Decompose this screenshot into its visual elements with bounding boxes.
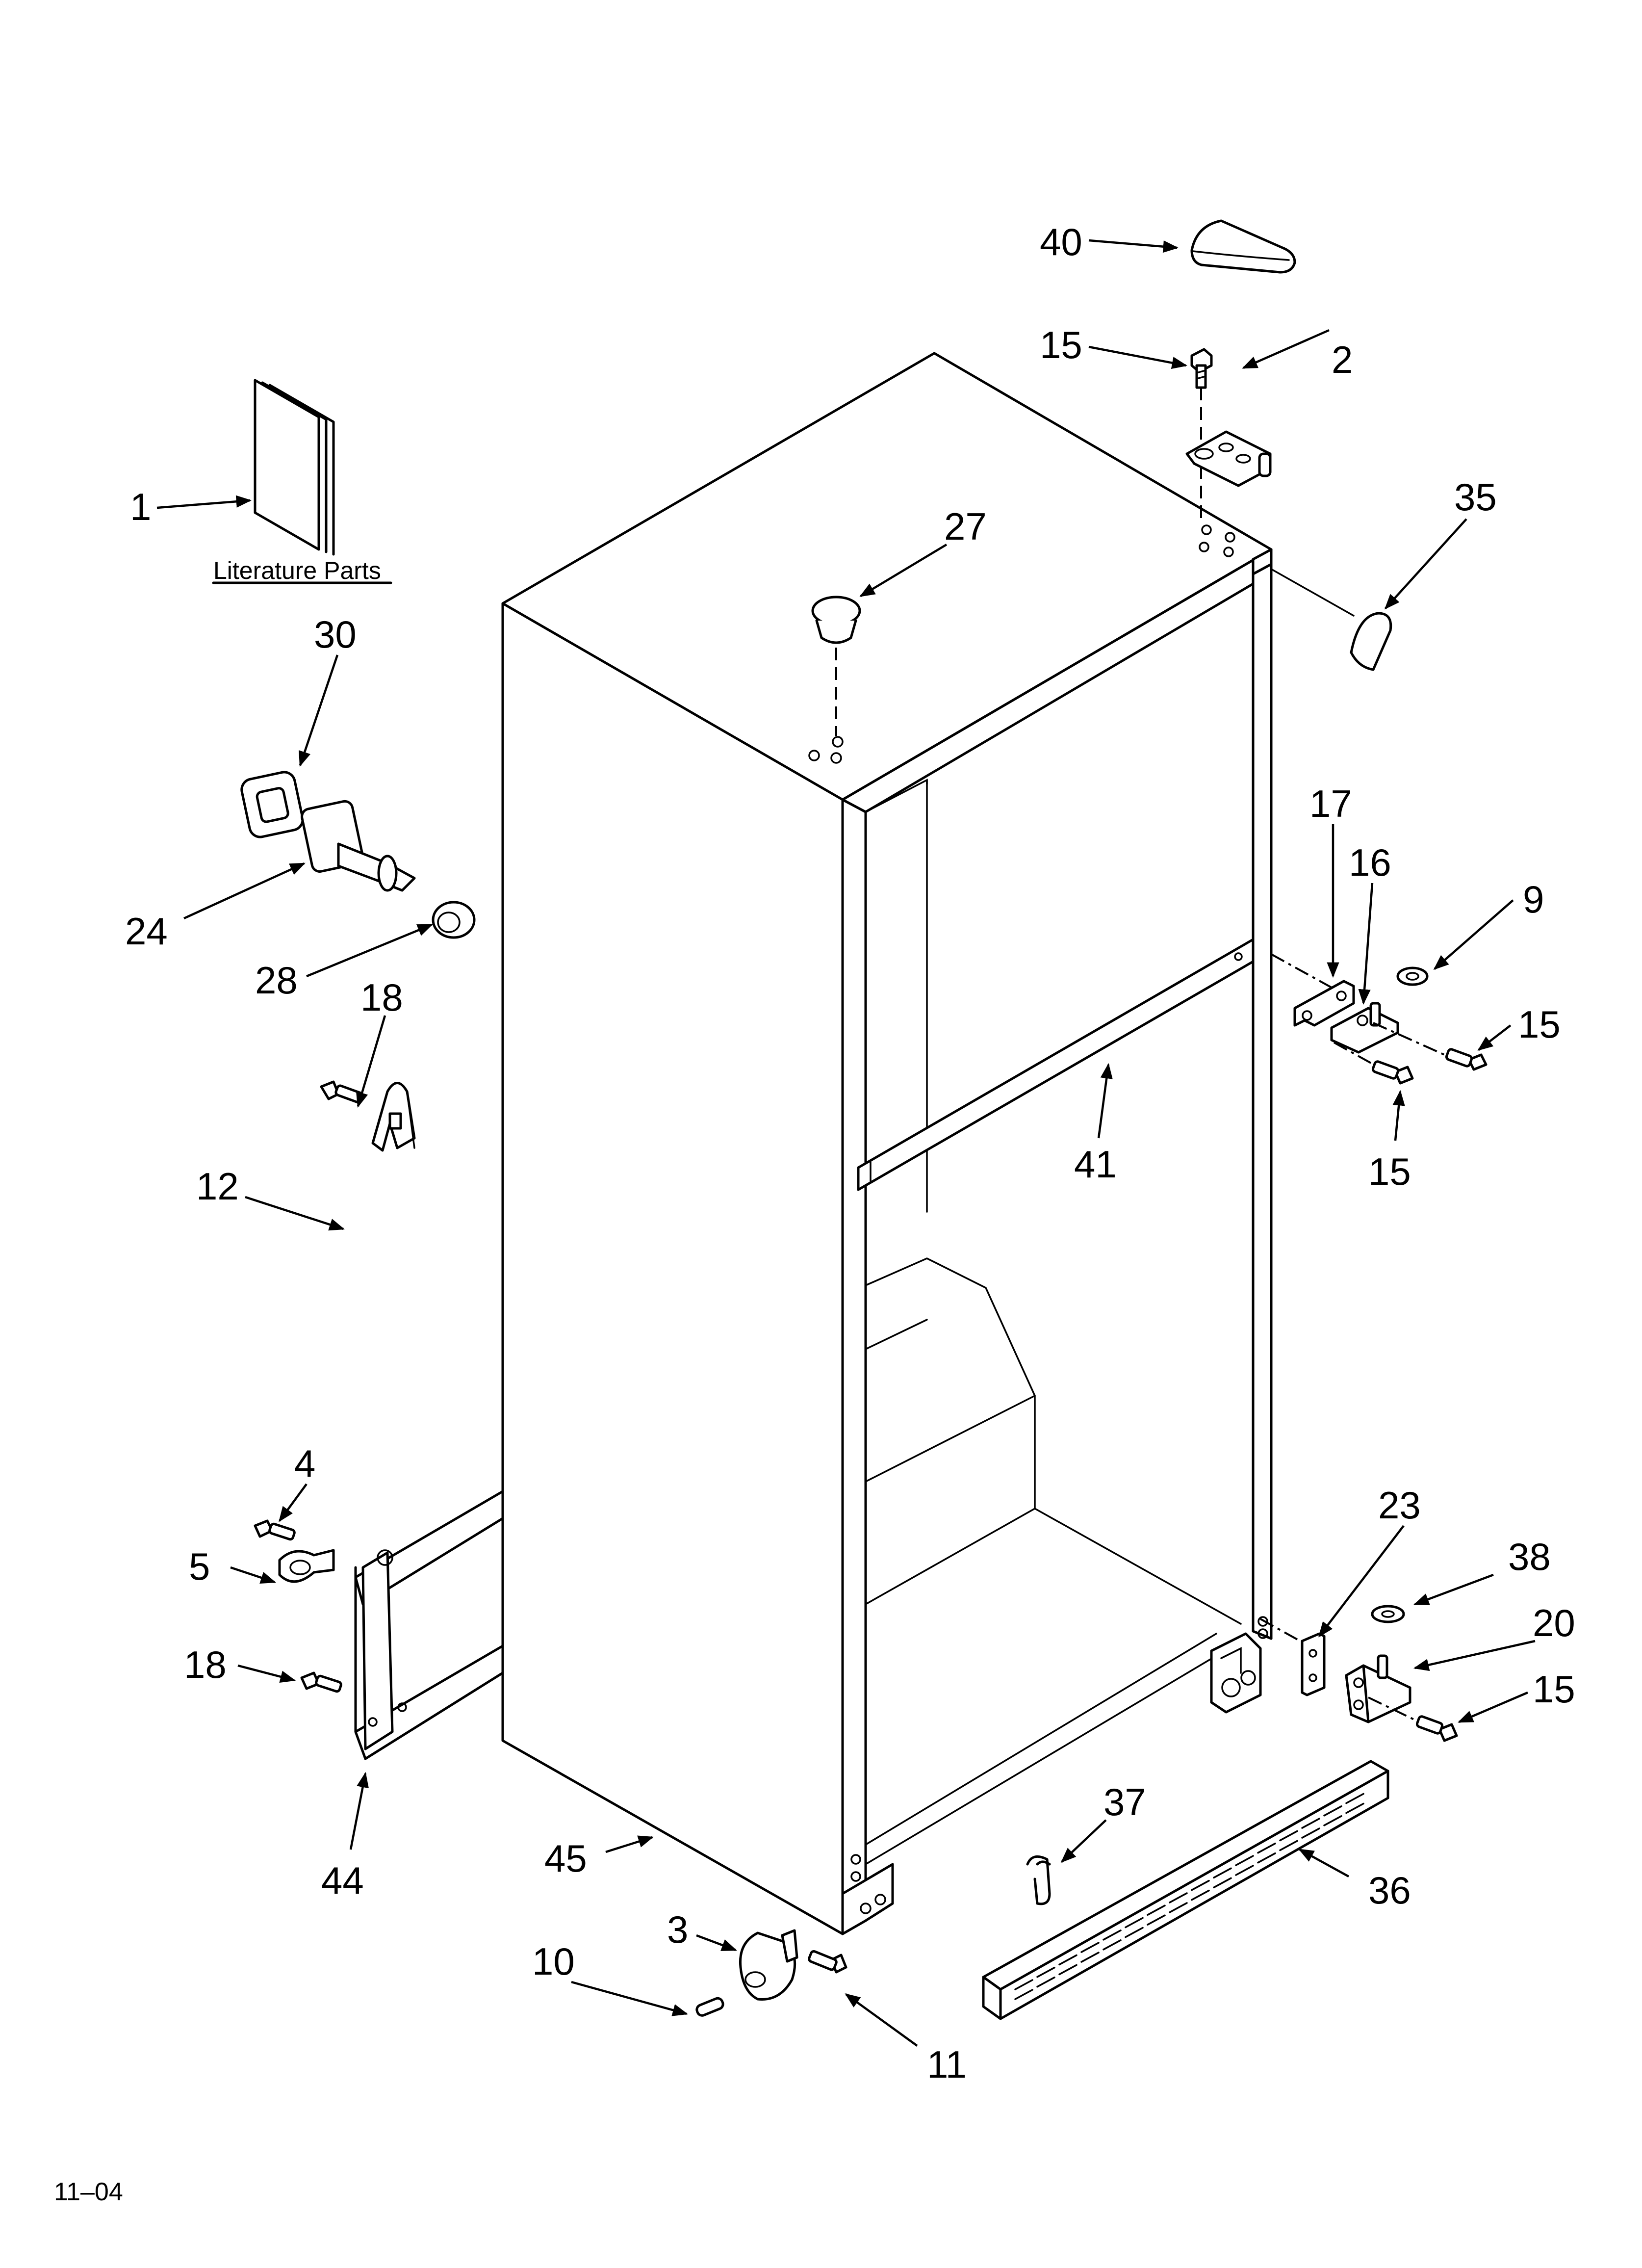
refrigerator-cabinet bbox=[501, 352, 1273, 1935]
clip-5 bbox=[278, 1549, 335, 1583]
grille-slot bbox=[1014, 1979, 1033, 1990]
callout-44: 44 bbox=[321, 1859, 364, 1902]
leveling-assembly bbox=[695, 1929, 847, 2017]
grille-slot bbox=[1169, 1892, 1188, 1903]
left-bracket-panel-44 bbox=[354, 1490, 504, 1760]
callout-15-mid-lower: 15 bbox=[1368, 1150, 1411, 1193]
callout-30: 30 bbox=[314, 613, 357, 656]
bushing-28 bbox=[432, 901, 476, 939]
callout-18-top: 18 bbox=[360, 976, 403, 1019]
callout-36: 36 bbox=[1368, 1869, 1411, 1912]
grille-slot bbox=[1257, 1842, 1276, 1854]
grille-slot bbox=[1301, 1818, 1320, 1829]
grille-slot bbox=[1125, 1927, 1144, 1938]
grille-clip-37 bbox=[1026, 1855, 1051, 1905]
grille-slot bbox=[1345, 1793, 1364, 1804]
callout-28: 28 bbox=[255, 959, 298, 1002]
top-hinge-assembly bbox=[1185, 348, 1272, 520]
revision-code: 11–04 bbox=[54, 2178, 123, 2206]
leader-lines bbox=[156, 239, 1536, 2047]
top-hinge-cover bbox=[1190, 219, 1296, 274]
grille-slot bbox=[1345, 1802, 1364, 1814]
gasket-30 bbox=[240, 771, 304, 838]
hinge-cover-small bbox=[1270, 568, 1392, 671]
literature-booklet bbox=[254, 379, 335, 556]
toe-grille bbox=[982, 1760, 1389, 2020]
callout-20: 20 bbox=[1533, 1601, 1575, 1644]
callout-35: 35 bbox=[1454, 475, 1497, 519]
literature-parts-label: Literature Parts bbox=[213, 557, 381, 584]
grille-slot bbox=[1257, 1852, 1276, 1864]
grille-slot bbox=[1147, 1904, 1166, 1916]
grille-slot bbox=[1235, 1855, 1254, 1866]
center-rail bbox=[857, 938, 1255, 1191]
grille-slot bbox=[1169, 1902, 1188, 1913]
grille-slot bbox=[1080, 1942, 1100, 1953]
callout-2: 2 bbox=[1332, 338, 1353, 381]
grille-slot bbox=[1103, 1939, 1122, 1951]
callout-15-top: 15 bbox=[1040, 323, 1082, 366]
screw-and-clip-12 bbox=[320, 1080, 416, 1152]
top-plug bbox=[811, 596, 861, 736]
bottom-hinge-assembly bbox=[1260, 1605, 1458, 1742]
callout-15-bottom: 15 bbox=[1533, 1668, 1575, 1711]
grille-slot bbox=[1103, 1929, 1122, 1941]
callout-24: 24 bbox=[125, 910, 168, 953]
callout-11: 11 bbox=[927, 2043, 967, 2086]
grille-slot bbox=[1279, 1830, 1298, 1842]
callout-10: 10 bbox=[532, 1940, 575, 1983]
hinge-pin-24 bbox=[301, 800, 416, 892]
callout-15-mid-right: 15 bbox=[1518, 1003, 1561, 1046]
grille-slot bbox=[1213, 1867, 1232, 1879]
grille-slot bbox=[1301, 1827, 1320, 1839]
grille-slot bbox=[1191, 1879, 1210, 1891]
callout-5: 5 bbox=[189, 1545, 210, 1588]
center-hinge-assembly bbox=[1271, 953, 1488, 1085]
grille-slot bbox=[1036, 1966, 1055, 1978]
callout-18-lower: 18 bbox=[184, 1643, 227, 1686]
grille-slot bbox=[1235, 1865, 1254, 1876]
callout-37: 37 bbox=[1103, 1780, 1146, 1824]
grille-slot bbox=[1058, 1954, 1078, 1966]
grille-slot bbox=[1125, 1917, 1144, 1929]
grille-slot bbox=[1080, 1952, 1100, 1963]
callout-4: 4 bbox=[294, 1442, 315, 1485]
callout-45: 45 bbox=[544, 1837, 587, 1880]
grille-slot bbox=[1213, 1877, 1232, 1889]
grille-slot bbox=[1036, 1976, 1055, 1988]
grille-slot bbox=[1279, 1840, 1298, 1851]
callout-9: 9 bbox=[1523, 878, 1544, 921]
callout-12: 12 bbox=[196, 1165, 239, 1208]
callout-23: 23 bbox=[1378, 1484, 1421, 1527]
callout-17: 17 bbox=[1309, 782, 1352, 825]
grille-slot bbox=[1147, 1914, 1166, 1926]
callout-labels: 40 15 2 35 27 1 30 24 28 18 12 17 16 9 1… bbox=[125, 220, 1575, 2086]
callout-1: 1 bbox=[130, 485, 151, 528]
callout-40: 40 bbox=[1040, 220, 1082, 263]
screw-4 bbox=[254, 1519, 296, 1541]
callout-16: 16 bbox=[1349, 841, 1391, 884]
callout-38: 38 bbox=[1508, 1535, 1551, 1578]
callout-27: 27 bbox=[944, 505, 987, 548]
callout-41: 41 bbox=[1074, 1143, 1117, 1186]
grille-slot bbox=[1191, 1889, 1210, 1901]
grille-slot bbox=[1014, 1989, 1033, 2000]
grille-slot bbox=[1323, 1805, 1342, 1817]
grille-slot bbox=[1058, 1964, 1078, 1976]
callout-3: 3 bbox=[667, 1908, 688, 1951]
grille-slot bbox=[1323, 1815, 1342, 1826]
screw-18b bbox=[300, 1671, 342, 1693]
